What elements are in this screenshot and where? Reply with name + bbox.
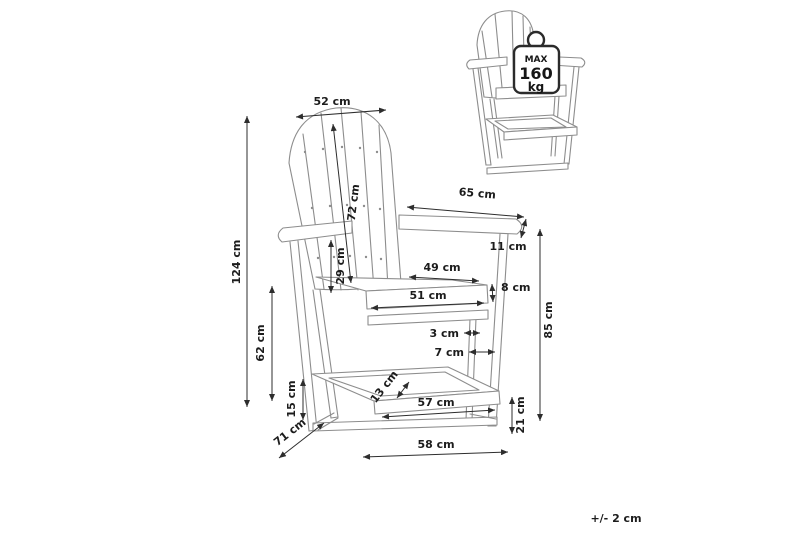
rear-left-leg [312,289,339,419]
badge-weight-unit: kg [528,80,545,94]
footrest-frame [311,366,501,415]
dim-label-base-width: 58 cm [417,438,454,451]
dim-label-board-thickness: 3 cm [430,327,459,340]
dim-arrow-seat-thickness [489,283,496,303]
dim-label-total-depth: 71 cm [271,416,308,449]
dim-arrow-armrest-length [406,204,525,220]
badge-weight-value: 160 [519,64,552,83]
dim-arrow-armrest-width [519,218,528,239]
dim-arrow-seat-depth [408,274,480,284]
dim-label-seat-width: 51 cm [409,289,446,302]
thumb-footrest [485,114,578,141]
thumbnail-chair-drawing: MAX 160 kg [466,10,586,175]
thumb-left-armrest [466,56,508,70]
dim-label-armrest-width: 11 cm [489,240,526,253]
thumb-base-stretcher [486,162,569,175]
badge-max-label: MAX [525,55,548,65]
dim-label-backrest-top-width: 52 cm [313,95,350,108]
dim-label-total-height: 124 cm [230,240,243,285]
max-load-badge: MAX 160 kg [512,30,561,95]
seat-apron-board [367,309,489,326]
dim-label-footrest-width: 57 cm [417,396,454,409]
dim-label-seat-thickness: 8 cm [501,281,530,294]
dim-arrow-base-width [362,449,509,460]
dim-label-footrest-height: 21 cm [514,396,527,433]
right-armrest [398,214,523,235]
dim-label-seat-depth: 49 cm [423,261,460,274]
dim-label-foot-height: 15 cm [285,380,298,417]
dim-arrow-backrest-top-width [295,107,387,120]
dim-label-backrest-to-seat: 29 cm [334,247,347,284]
dim-arrow-footrest-board-width [396,381,410,399]
dim-label-armrest-length: 65 cm [458,185,496,201]
dim-arrow-total-depth [278,422,325,459]
dim-label-armrest-height: 85 cm [542,301,555,338]
dim-label-footrest-clearance: 62 cm [254,324,267,361]
badge-body [512,44,561,95]
dim-arrow-seat-width [370,300,485,311]
tolerance-note: +/- 2 cm [590,512,641,525]
dimension-annotations: 52 cm 124 cm 72 cm 65 cm 11 cm 29 cm 49 … [230,95,555,460]
dim-arrow-backrest-length [330,123,354,284]
dim-label-leg-width: 7 cm [435,346,464,359]
dim-label-backrest-length: 72 cm [345,183,362,221]
dim-arrow-footrest-width [381,407,496,420]
